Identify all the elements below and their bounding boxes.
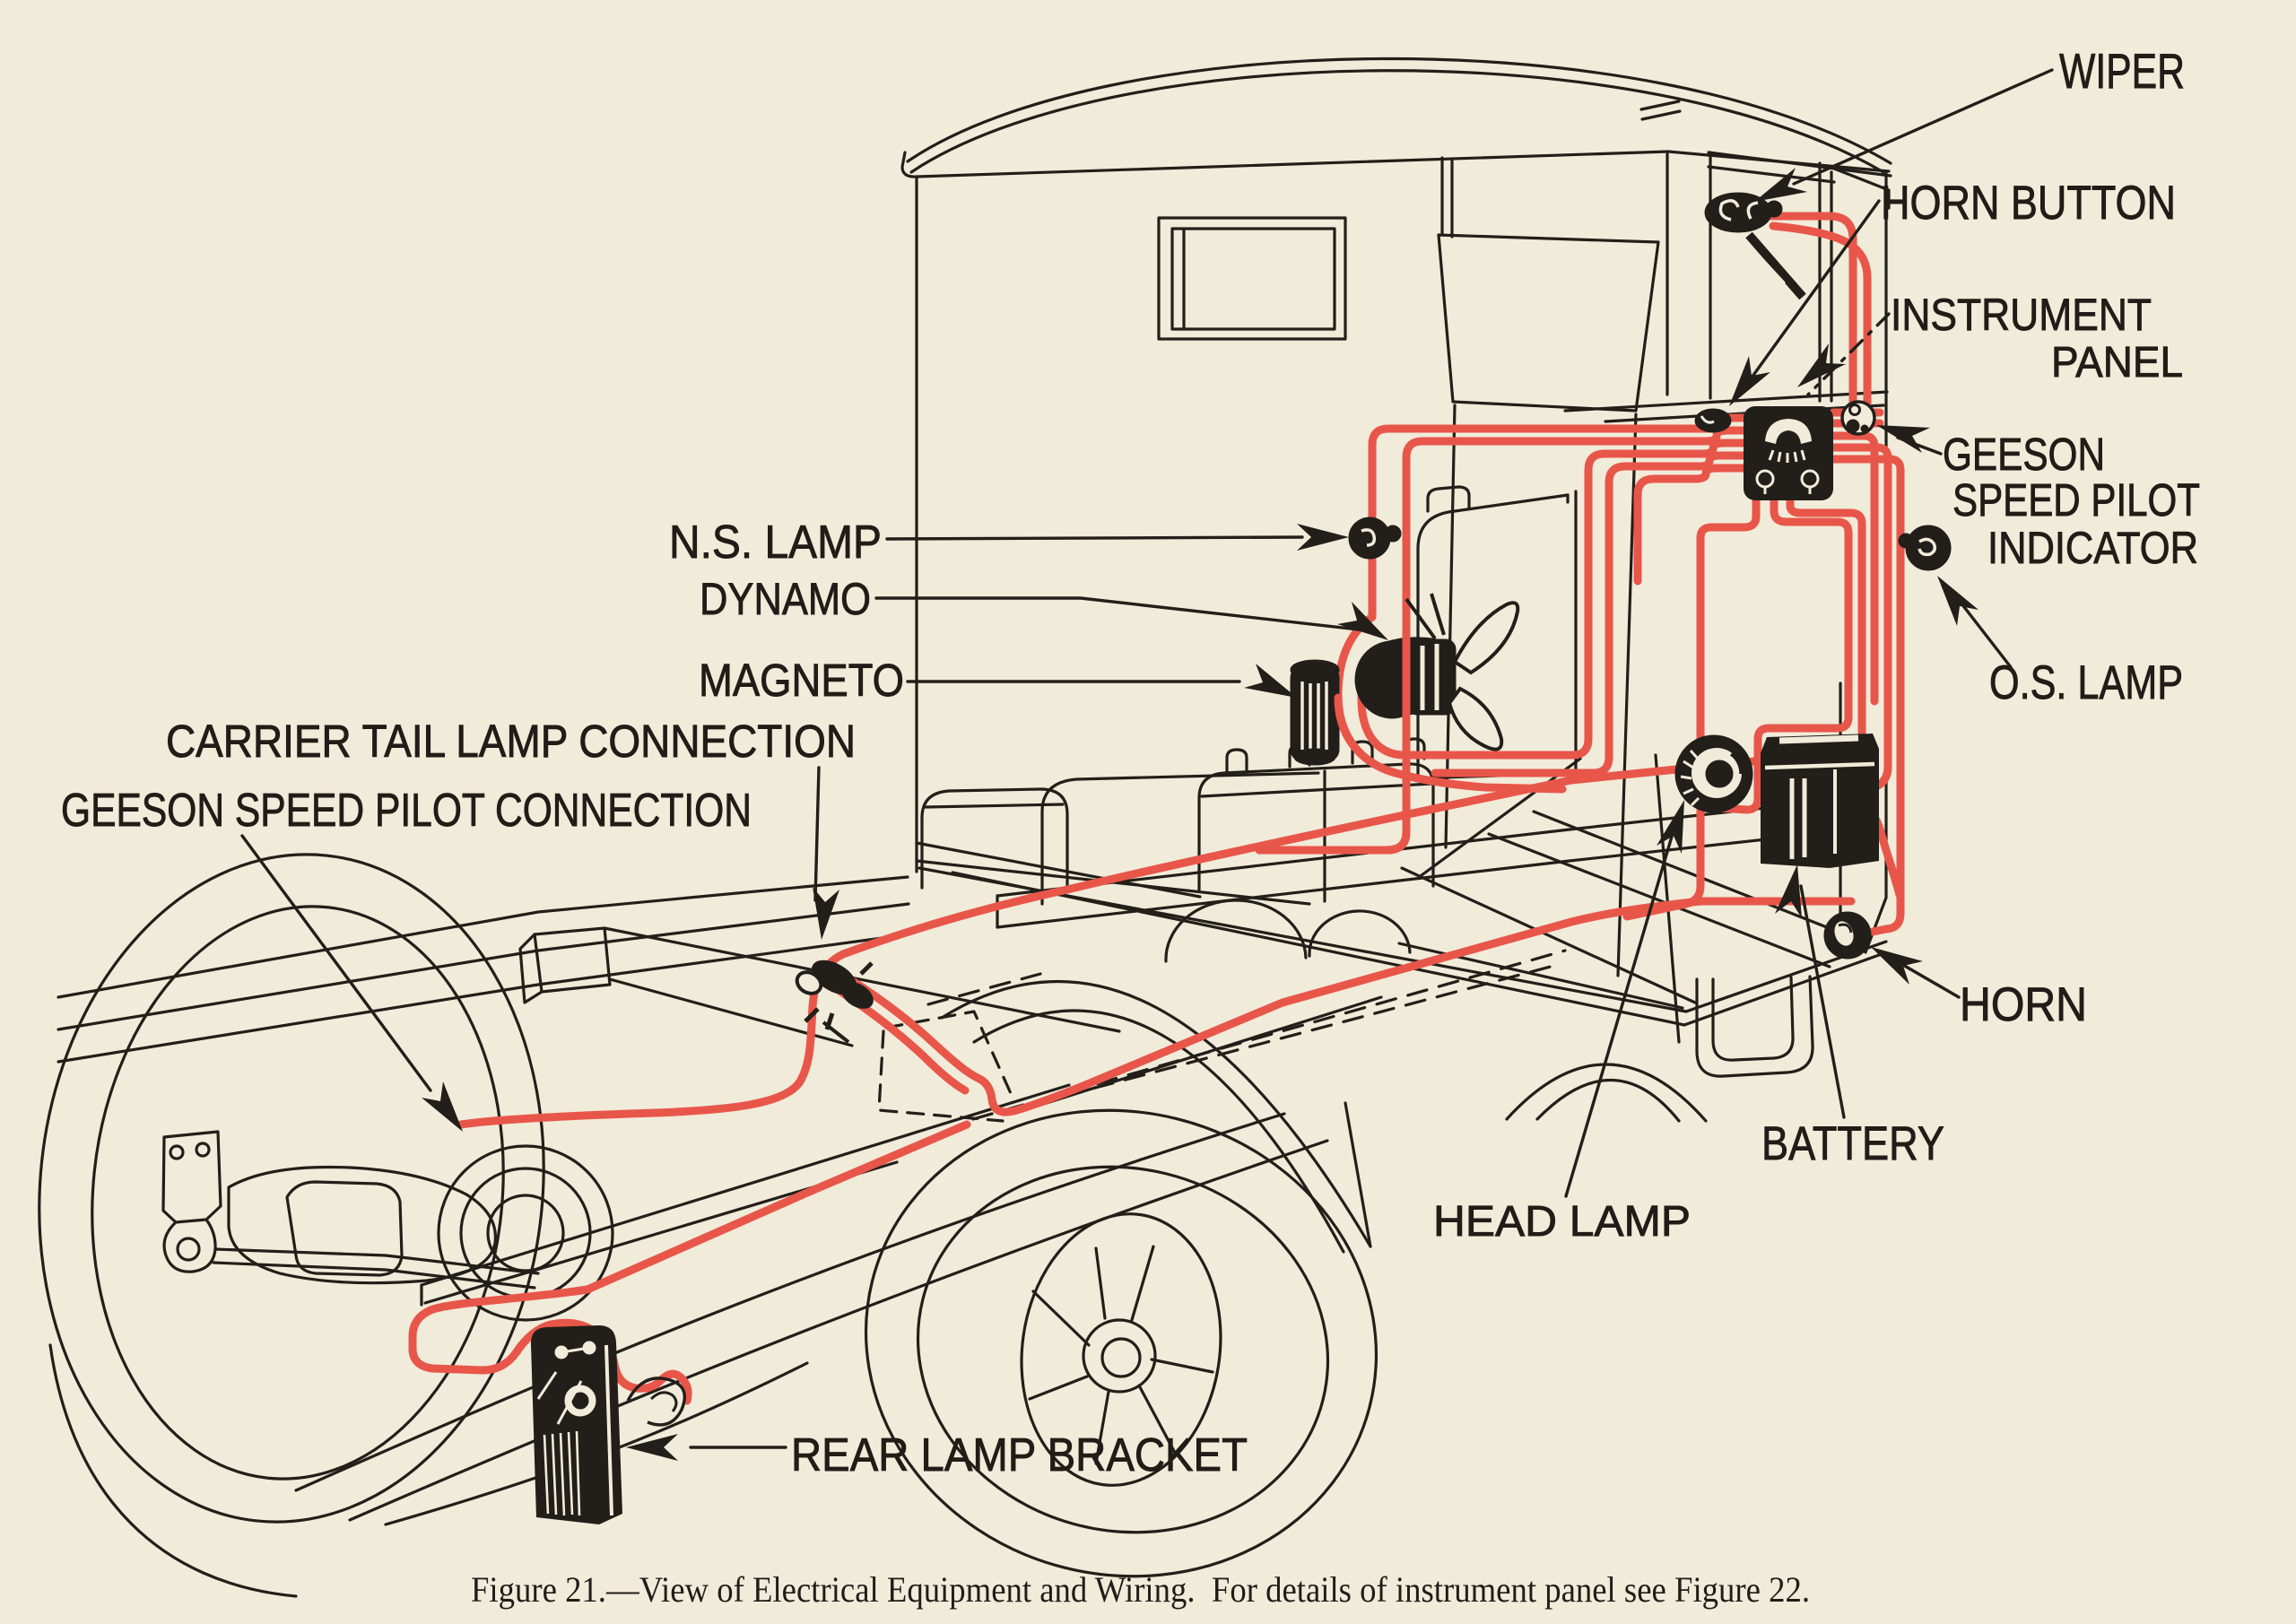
svg-text:INSTRUMENT: INSTRUMENT <box>1891 290 2152 340</box>
svg-text:INDICATOR: INDICATOR <box>1987 523 2198 573</box>
svg-text:O.S. LAMP: O.S. LAMP <box>1989 656 2183 709</box>
svg-text:BATTERY: BATTERY <box>1761 1117 1944 1170</box>
svg-text:GEESON: GEESON <box>1943 429 2105 480</box>
svg-text:HORN: HORN <box>1960 978 2087 1031</box>
svg-text:CARRIER TAIL LAMP CONNECTION: CARRIER TAIL LAMP CONNECTION <box>166 716 856 767</box>
svg-text:N.S. LAMP: N.S. LAMP <box>669 517 882 569</box>
svg-text:SPEED PILOT: SPEED PILOT <box>1952 474 2200 525</box>
svg-text:Figure 21.—View of Electrical: Figure 21.—View of Electrical Equipment … <box>471 1569 1810 1610</box>
svg-text:WIPER: WIPER <box>2059 43 2185 99</box>
svg-text:DYNAMO: DYNAMO <box>700 574 871 624</box>
svg-text:PANEL: PANEL <box>2051 339 2183 386</box>
svg-text:HEAD LAMP: HEAD LAMP <box>1433 1198 1691 1246</box>
svg-text:REAR LAMP BRACKET: REAR LAMP BRACKET <box>791 1429 1248 1481</box>
svg-text:HORN BUTTON: HORN BUTTON <box>1881 177 2176 230</box>
svg-text:GEESON SPEED PILOT CONNECTION: GEESON SPEED PILOT CONNECTION <box>61 785 752 837</box>
svg-text:MAGNETO: MAGNETO <box>699 655 904 706</box>
